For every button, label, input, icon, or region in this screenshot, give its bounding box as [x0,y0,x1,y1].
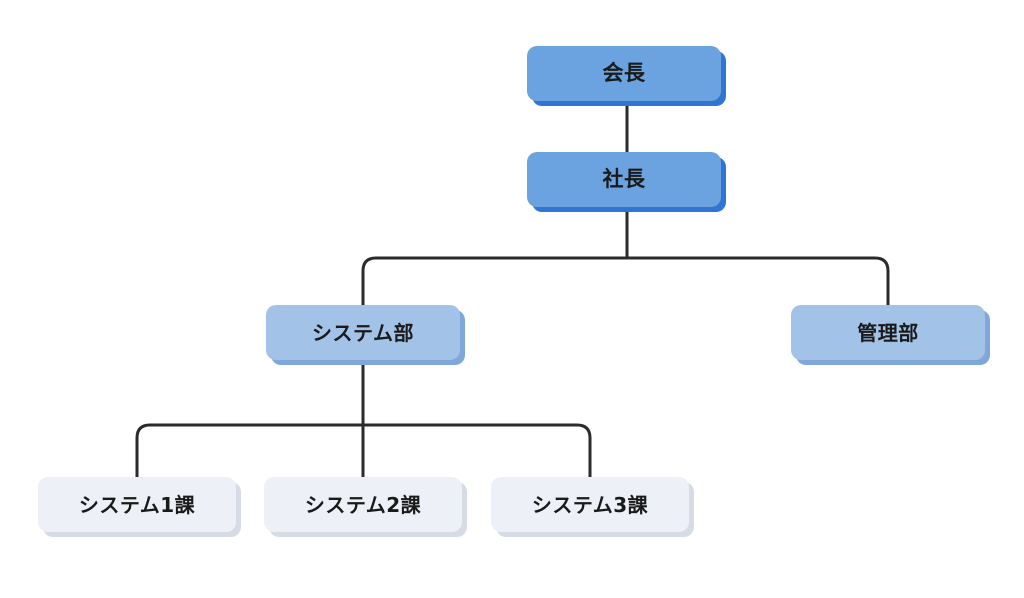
node-admin-dept[interactable]: 管理部 [791,305,985,360]
edge-system-dept-section-1 [135,423,363,477]
node-system-section-2-label: システム2課 [304,492,422,517]
node-president-label: 社長 [602,167,646,191]
node-system-section-3-label: システム3課 [531,492,649,517]
edge-president-system-dept [361,256,627,305]
node-chairman-label: 会長 [602,61,646,85]
node-system-section-3[interactable]: システム3課 [491,477,689,532]
node-chairman[interactable]: 会長 [527,46,721,101]
node-system-section-1-label: システム1課 [78,492,196,517]
node-system-section-1[interactable]: システム1課 [38,477,236,532]
node-system-dept-label: システム部 [312,320,414,345]
node-admin-dept-label: 管理部 [857,320,919,345]
node-president[interactable]: 社長 [527,152,721,207]
edge-system-dept-section-3 [363,423,592,477]
node-system-section-2[interactable]: システム2課 [264,477,462,532]
edge-president-admin-dept [627,256,890,305]
node-system-dept[interactable]: システム部 [266,305,460,360]
